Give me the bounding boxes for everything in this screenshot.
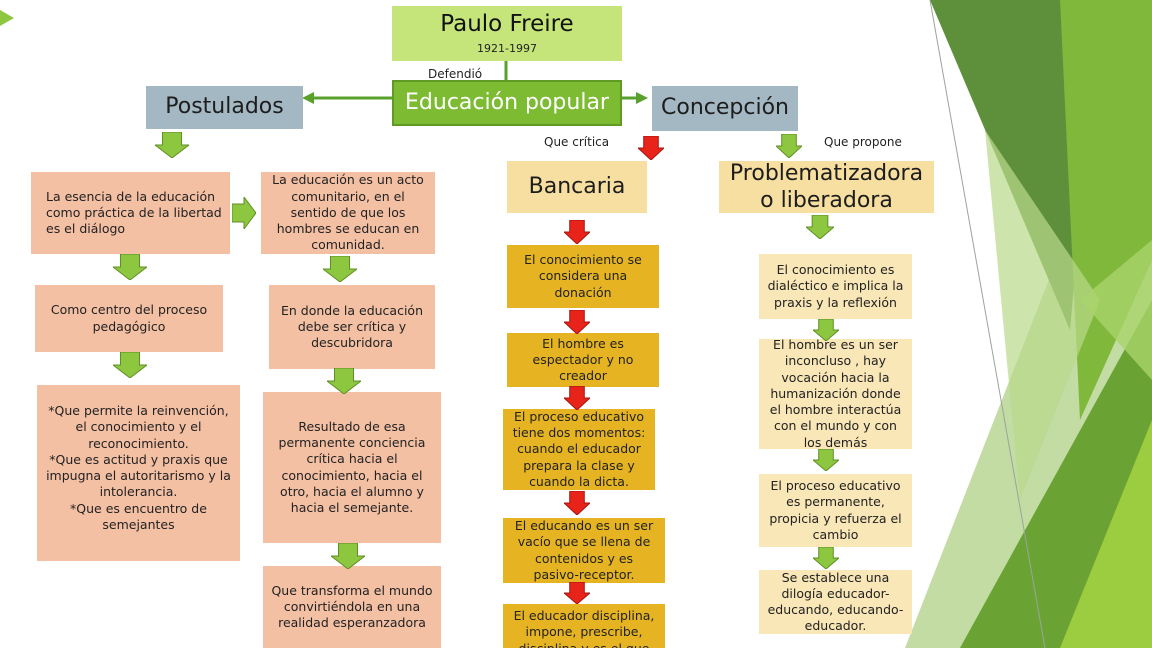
postulado-col1-item-1: La esencia de la educación como práctica…	[31, 172, 230, 254]
down-arrow-icon	[638, 136, 664, 160]
problematizadora-item-3: El proceso educativo es permanente, prop…	[759, 474, 912, 547]
down-arrow-icon	[813, 319, 839, 341]
bancaria-item-5: El educador disciplina, impone, prescrib…	[503, 604, 665, 648]
center-box: Educación popular	[392, 80, 622, 126]
postulado-col2-item-4: Que transforma el mundo convirtiéndola e…	[263, 566, 441, 648]
down-arrow-icon	[327, 368, 361, 394]
play-icon	[0, 10, 14, 26]
postulado-col2-item-3: Resultado de esa permanente conciencia c…	[263, 392, 441, 543]
postulados-heading: Postulados	[146, 86, 303, 129]
defendio-label: Defendió	[428, 67, 483, 81]
down-arrow-icon	[813, 547, 839, 569]
bancaria-item-3: El proceso educativo tiene dos momentos:…	[503, 409, 655, 490]
problematizadora-item-1: El conocimiento es dialéctico e implica …	[759, 254, 912, 319]
down-arrow-icon	[806, 215, 834, 239]
down-arrow-icon	[155, 132, 189, 158]
down-arrow-icon	[564, 582, 590, 604]
down-arrow-icon	[113, 254, 147, 280]
postulado-col1-item-3: *Que permite la reinvención, el conocimi…	[37, 385, 240, 561]
down-arrow-icon	[564, 220, 590, 244]
bancaria-item-4: El educando es un ser vacío que se llena…	[503, 518, 665, 583]
title-years: 1921-1997	[477, 42, 537, 56]
que-propone-label: Que propone	[824, 135, 902, 149]
postulado-col2-item-1: La educación es un acto comunitario, en …	[261, 172, 435, 254]
down-arrow-icon	[813, 449, 839, 471]
title-box: Paulo Freire 1921-1997	[392, 6, 622, 61]
problematizadora-item-4: Se establece una dilogía educador-educan…	[759, 570, 912, 634]
down-arrow-icon	[564, 491, 590, 515]
problematizadora-item-2: El hombre es un ser inconcluso , hay voc…	[759, 337, 912, 450]
down-arrow-icon	[564, 386, 590, 410]
down-arrow-icon	[323, 256, 357, 282]
down-arrow-icon	[564, 310, 590, 334]
down-arrow-icon	[776, 134, 802, 158]
postulado-col1-item-2: Como centro del proceso pedagógico	[35, 285, 223, 352]
concepcion-heading: Concepción	[652, 86, 798, 131]
problematizadora-heading: Problematizadora o liberadora	[719, 161, 934, 213]
right-arrow-icon	[232, 197, 256, 229]
down-arrow-icon	[113, 352, 147, 378]
postulado-col2-item-2: En donde la educación debe ser crítica y…	[269, 285, 435, 369]
down-arrow-icon	[331, 543, 365, 569]
bancaria-item-2: El hombre es espectador y no creador	[507, 333, 659, 387]
bancaria-heading: Bancaria	[507, 161, 647, 213]
bancaria-item-1: El conocimiento se considera una donació…	[507, 245, 659, 308]
title-name: Paulo Freire	[440, 11, 574, 38]
que-critica-label: Que crítica	[544, 135, 610, 149]
